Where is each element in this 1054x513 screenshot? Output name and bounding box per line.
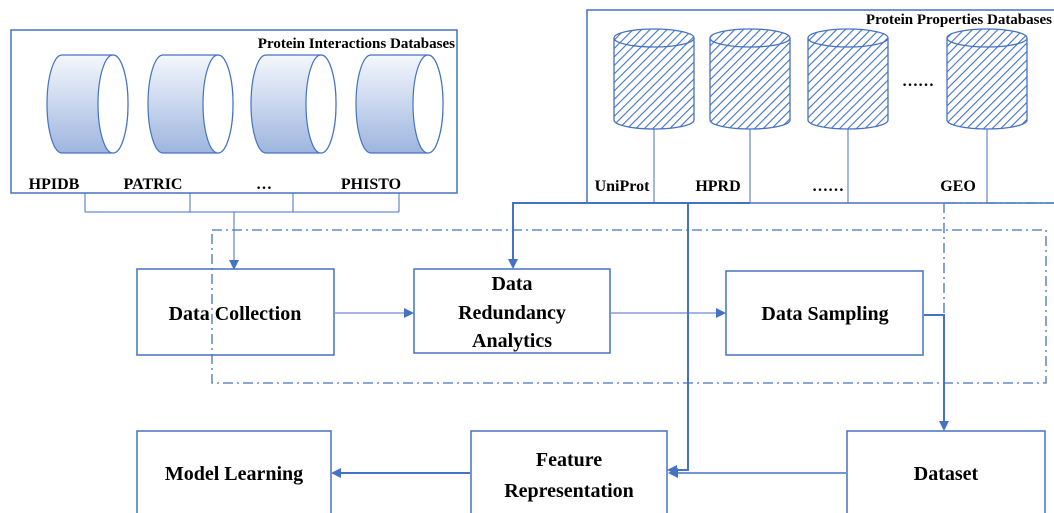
data-sampling-label: Data Sampling bbox=[761, 303, 888, 325]
data-redundancy-label-3: Analytics bbox=[472, 330, 552, 352]
db-label-patric: PATRIC bbox=[124, 176, 183, 193]
db-label-ellipsis: … bbox=[256, 176, 272, 193]
dataset-box bbox=[846, 430, 1046, 513]
properties-stems bbox=[653, 129, 988, 203]
database-cylinder-phisto bbox=[355, 54, 444, 154]
database-cylinder-patric bbox=[147, 54, 234, 154]
arrow-sampling-to-dataset bbox=[924, 314, 949, 431]
db-label-hprd: HPRD bbox=[695, 178, 740, 195]
data-collection-label: Data Collection bbox=[169, 303, 302, 325]
data-redundancy-label-1: Data bbox=[491, 273, 532, 295]
database-cylinder-geo bbox=[946, 28, 1028, 130]
properties-databases-frame bbox=[586, 9, 1054, 204]
properties-databases-title: Protein Properties Databases bbox=[866, 12, 1052, 28]
db-label-uniprot: UniProt bbox=[595, 178, 650, 195]
data-redundancy-box bbox=[413, 268, 611, 354]
properties-ellipsis-top: …… bbox=[902, 73, 934, 90]
feature-representation-label-2: Representation bbox=[504, 480, 634, 502]
interactions-connector bbox=[84, 193, 400, 270]
arrow-hprd-to-redundancy bbox=[508, 202, 750, 269]
database-cylinder-hpidb bbox=[46, 54, 129, 154]
db-label-more: …… bbox=[812, 178, 844, 195]
database-cylinder-hprd bbox=[709, 28, 791, 130]
db-label-phisto: PHISTO bbox=[341, 176, 401, 193]
interactions-databases-frame bbox=[10, 29, 458, 194]
preprocessing-frame bbox=[211, 229, 1047, 384]
database-cylinder-uniprot bbox=[613, 28, 695, 130]
model-learning-label: Model Learning bbox=[165, 463, 303, 485]
interactions-databases-title: Protein Interactions Databases bbox=[258, 36, 455, 52]
db-label-hpidb: HPIDB bbox=[29, 176, 80, 193]
dataset-label: Dataset bbox=[914, 463, 979, 485]
database-cylinder-ellipsis bbox=[250, 54, 337, 154]
data-collection-box bbox=[136, 268, 335, 356]
feature-representation-label-1: Feature bbox=[536, 449, 602, 471]
flow-arrows bbox=[331, 202, 1054, 478]
db-label-geo: GEO bbox=[940, 178, 976, 195]
arrow-properties-to-feature bbox=[667, 203, 689, 475]
database-cylinder-more bbox=[807, 28, 889, 130]
data-redundancy-label-2: Redundancy bbox=[458, 302, 566, 324]
data-sampling-box bbox=[725, 270, 924, 356]
